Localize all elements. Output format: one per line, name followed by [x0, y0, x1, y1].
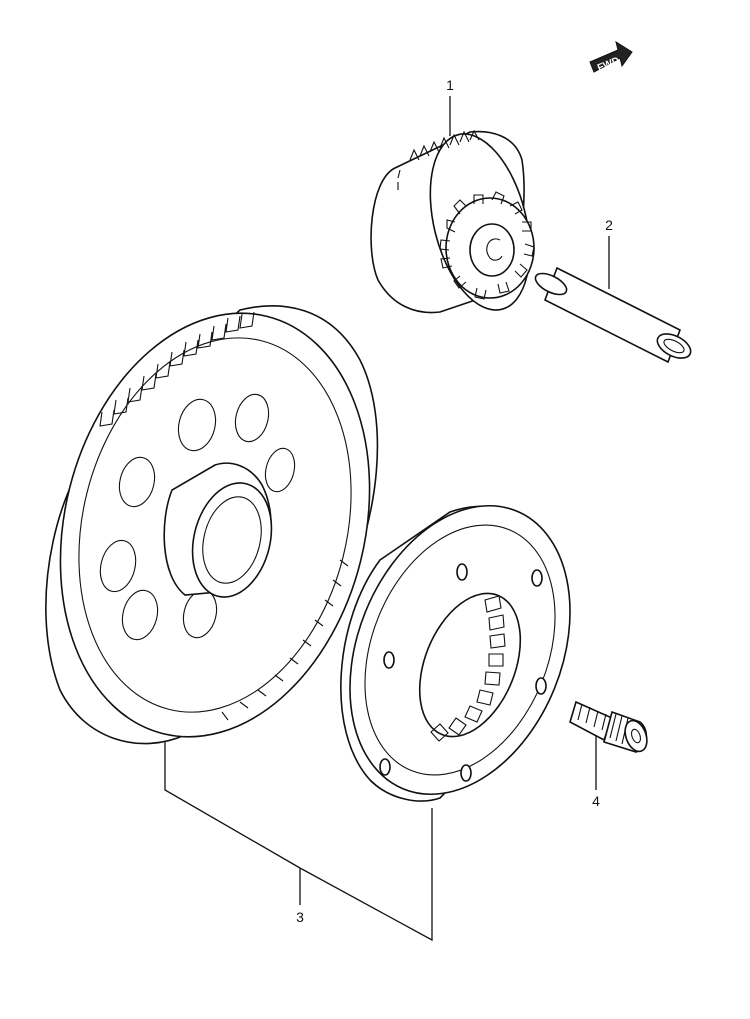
callout-3: 3: [296, 909, 304, 925]
part-3-driven-gear: [45, 305, 379, 745]
part-1-idle-gear: [370, 129, 535, 314]
part-4-bolt: [569, 700, 648, 753]
callout-1: 1: [446, 77, 454, 93]
fwd-direction-badge: FWD: [589, 40, 633, 74]
callout-2: 2: [605, 217, 613, 233]
fwd-arrow-icon: [589, 40, 633, 73]
part-2-shaft: [534, 266, 692, 364]
callout-4: 4: [592, 793, 600, 809]
part-3-one-way-clutch: [340, 504, 571, 802]
